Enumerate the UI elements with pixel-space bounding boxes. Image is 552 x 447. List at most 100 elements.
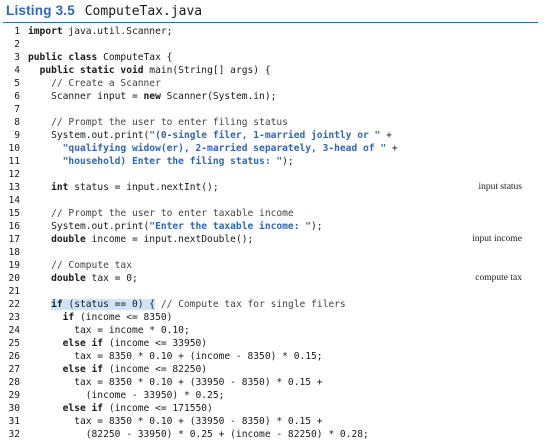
code-token: Scanner input = bbox=[28, 91, 144, 102]
code-line: 1 import java.util.Scanner; bbox=[0, 25, 552, 38]
code-token bbox=[28, 65, 40, 76]
code-line: 3 public class ComputeTax { bbox=[0, 51, 552, 64]
code-text: // Compute tax bbox=[28, 259, 132, 272]
line-number: 14 bbox=[8, 195, 20, 206]
code-text: tax = 8350 * 0.10 + (33950 - 8350) * 0.1… bbox=[28, 376, 323, 389]
code-token bbox=[28, 117, 51, 128]
code-line: 28 tax = 8350 * 0.10 + (33950 - 8350) * … bbox=[0, 376, 552, 389]
line-number: 24 bbox=[8, 325, 20, 336]
code-keyword: else if bbox=[62, 403, 104, 414]
code-text: else if (income <= 33950) bbox=[28, 337, 207, 350]
line-number: 31 bbox=[8, 416, 20, 427]
code-token: java.util.Scanner; bbox=[62, 26, 173, 37]
line-number: 3 bbox=[14, 52, 20, 63]
code-token: + bbox=[386, 143, 398, 154]
code-text: else if (income <= 171550) bbox=[28, 402, 213, 415]
code-token bbox=[28, 299, 51, 310]
code-token: ); bbox=[311, 221, 323, 232]
code-line: 15 // Prompt the user to enter taxable i… bbox=[0, 207, 552, 220]
code-line: 11 "household) Enter the filing status: … bbox=[0, 155, 552, 168]
listing-title: Listing 3.5 ComputeTax.java bbox=[6, 3, 202, 23]
code-line: 18 bbox=[0, 246, 552, 259]
line-number: 2 bbox=[14, 39, 20, 50]
code-line: 4 public static void main(String[] args)… bbox=[0, 64, 552, 77]
line-number: 16 bbox=[8, 221, 20, 232]
line-number: 6 bbox=[14, 91, 20, 102]
margin-note: input income bbox=[472, 234, 522, 244]
margin-note: input status bbox=[478, 182, 522, 192]
code-token: (income <= 33950) bbox=[103, 338, 208, 349]
code-token bbox=[28, 403, 63, 414]
code-token bbox=[28, 143, 63, 154]
listing-label: Listing 3.5 bbox=[6, 3, 75, 18]
code-token: System.out.print( bbox=[28, 130, 150, 141]
code-token: main(String[] args) { bbox=[143, 65, 271, 76]
code-line: 5 // Create a Scanner bbox=[0, 77, 552, 90]
code-token bbox=[28, 78, 51, 89]
code-line: 19 // Compute tax bbox=[0, 259, 552, 272]
code-line: 2 bbox=[0, 38, 552, 51]
line-number: 30 bbox=[8, 403, 20, 414]
line-number: 8 bbox=[14, 117, 20, 128]
line-number: 5 bbox=[14, 78, 20, 89]
code-comment: // Prompt the user to enter filing statu… bbox=[51, 117, 288, 128]
code-line: 29 (income - 33950) * 0.25; bbox=[0, 389, 552, 402]
code-token bbox=[28, 260, 51, 271]
code-text: "qualifying widow(er), 2-married separat… bbox=[28, 142, 398, 155]
code-line: 22 if (status == 0) { // Compute tax for… bbox=[0, 298, 552, 311]
code-keyword: if bbox=[62, 312, 75, 323]
code-text: public class ComputeTax { bbox=[28, 51, 172, 64]
listing-filename: ComputeTax.java bbox=[84, 4, 203, 19]
code-token: status = input.nextInt(); bbox=[68, 182, 219, 193]
code-token: (82250 - 33950) * 0.25 + (income - 82250… bbox=[28, 429, 369, 440]
code-text: int status = input.nextInt(); bbox=[28, 181, 219, 194]
code-text: tax = 8350 * 0.10 + (income - 8350) * 0.… bbox=[28, 350, 322, 363]
line-number: 20 bbox=[8, 273, 20, 284]
code-token: Scanner(System.in); bbox=[160, 91, 277, 102]
line-number: 27 bbox=[8, 364, 20, 375]
line-number: 23 bbox=[8, 312, 20, 323]
code-token: tax = income * 0.10; bbox=[28, 325, 190, 336]
code-token: (income - 33950) * 0.25; bbox=[28, 390, 225, 401]
code-text: if (status == 0) { // Compute tax for si… bbox=[28, 298, 346, 311]
code-line: 9 System.out.print("(0-single filer, 1-m… bbox=[0, 129, 552, 142]
line-number: 9 bbox=[14, 130, 20, 141]
code-text: import java.util.Scanner; bbox=[28, 25, 172, 38]
code-text: // Prompt the user to enter filing statu… bbox=[28, 116, 288, 129]
code-text: System.out.print("Enter the taxable inco… bbox=[28, 220, 323, 233]
code-line: 16 System.out.print("Enter the taxable i… bbox=[0, 220, 552, 233]
code-string: "Enter the taxable income: " bbox=[149, 221, 312, 232]
line-number: 15 bbox=[8, 208, 20, 219]
code-text: tax = 8350 * 0.10 + (33950 - 8350) * 0.1… bbox=[28, 415, 323, 428]
code-string: "household) Enter the filing status: " bbox=[62, 156, 283, 167]
code-highlight: if (status == 0) { bbox=[51, 299, 156, 310]
code-line: 30 else if (income <= 171550) bbox=[0, 402, 552, 415]
code-string: "qualifying widow(er), 2-married separat… bbox=[62, 143, 387, 154]
line-number: 22 bbox=[8, 299, 20, 310]
code-text: else if (income <= 82250) bbox=[28, 363, 207, 376]
code-keyword: public static void bbox=[39, 65, 144, 76]
line-number: 18 bbox=[8, 247, 20, 258]
code-line: 6 Scanner input = new Scanner(System.in)… bbox=[0, 90, 552, 103]
code-token: tax = 8350 * 0.10 + (33950 - 8350) * 0.1… bbox=[28, 416, 323, 427]
code-token bbox=[28, 364, 63, 375]
code-line: 20 double tax = 0;compute tax bbox=[0, 272, 552, 285]
code-comment: // Compute tax for single filers bbox=[160, 299, 346, 310]
code-text: tax = income * 0.10; bbox=[28, 324, 190, 337]
line-number: 1 bbox=[14, 26, 20, 37]
code-line: 26 tax = 8350 * 0.10 + (income - 8350) *… bbox=[0, 350, 552, 363]
code-token bbox=[28, 338, 63, 349]
code-line: 31 tax = 8350 * 0.10 + (33950 - 8350) * … bbox=[0, 415, 552, 428]
code-line: 23 if (income <= 8350) bbox=[0, 311, 552, 324]
code-line: 17 double income = input.nextDouble();in… bbox=[0, 233, 552, 246]
code-text: (income - 33950) * 0.25; bbox=[28, 389, 225, 402]
code-token: tax = 8350 * 0.10 + (33950 - 8350) * 0.1… bbox=[28, 377, 323, 388]
title-rule bbox=[3, 22, 538, 23]
line-number: 17 bbox=[8, 234, 20, 245]
code-keyword: import bbox=[28, 26, 63, 37]
code-line: 24 tax = income * 0.10; bbox=[0, 324, 552, 337]
code-token: (income <= 8350) bbox=[74, 312, 173, 323]
code-line: 14 bbox=[0, 194, 552, 207]
code-token bbox=[28, 156, 63, 167]
